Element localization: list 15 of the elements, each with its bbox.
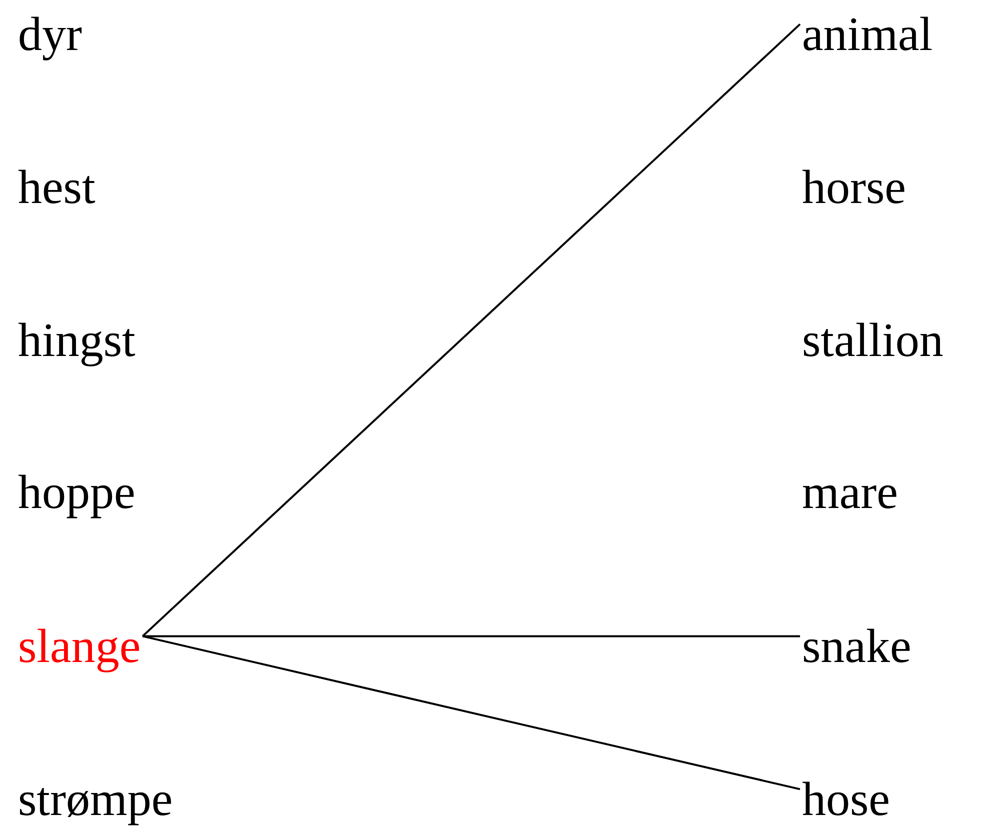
- word-label: stallion: [802, 314, 944, 368]
- word-label: hoppe: [18, 466, 136, 520]
- word-label: hose: [802, 773, 890, 827]
- word-label: strømpe: [18, 773, 173, 827]
- word-label: animal: [802, 8, 933, 62]
- word-label: mare: [802, 466, 898, 520]
- word-label: hingst: [18, 314, 136, 368]
- word-label: dyr: [18, 8, 82, 62]
- word-label: snake: [802, 620, 912, 674]
- word-label: horse: [802, 161, 906, 215]
- alignment-line: [142, 635, 800, 790]
- alignment-line: [142, 23, 801, 637]
- word-label: slange: [18, 620, 141, 674]
- alignment-line: [142, 635, 800, 638]
- word-label: hest: [18, 161, 96, 215]
